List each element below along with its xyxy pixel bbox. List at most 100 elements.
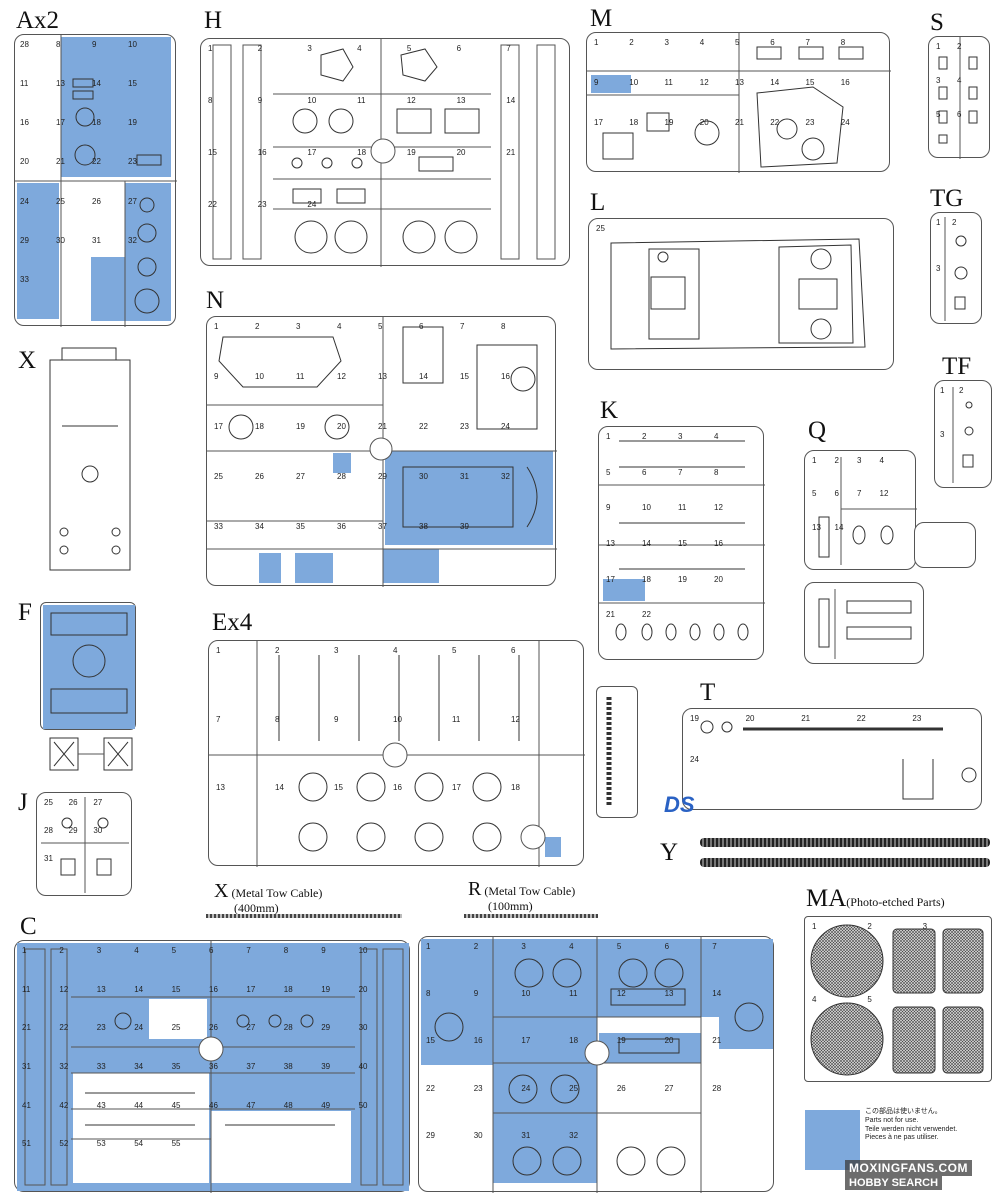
part-number-q: 6	[834, 489, 839, 499]
sprue-g	[418, 936, 774, 1193]
part-number-g: 8	[426, 989, 431, 999]
part-number-k: 15	[678, 539, 687, 548]
sprue-tg-drawing	[944, 217, 968, 321]
part-number-t: 21	[801, 714, 811, 723]
part-number-s: 2	[957, 42, 962, 51]
part-number-n: 3	[296, 322, 301, 331]
part-number-t: 23	[912, 714, 922, 723]
part-number-k: 22	[642, 610, 651, 620]
part-number-ex4: 8	[275, 714, 280, 724]
part-number-c: 19	[321, 984, 331, 994]
part-number-ax2: 17	[56, 118, 65, 128]
part-number-h: 17	[307, 148, 317, 157]
part-number-c: 33	[96, 1062, 106, 1071]
part-number-m: 2	[629, 38, 634, 47]
part-number-g: 26	[616, 1083, 626, 1093]
part-number-n: 27	[296, 472, 305, 481]
part-number-c: 46	[209, 1100, 218, 1110]
sprue-s-drawing	[938, 37, 978, 159]
cable-r-letter: R	[468, 878, 482, 900]
part-number-m: 6	[770, 38, 775, 47]
sprue-m	[586, 32, 891, 173]
part-number-ax2: 20	[20, 157, 29, 167]
part-number-h: 13	[456, 96, 466, 105]
part-number-h: 15	[208, 148, 217, 157]
unused-area	[333, 453, 351, 473]
part-number-ma: 5	[867, 995, 872, 1004]
part-number-tg: 2	[952, 218, 957, 227]
part-number-n: 28	[337, 472, 346, 481]
sprue-label-tg: TG	[930, 185, 964, 212]
part-number-n: 6	[419, 322, 424, 331]
part-number-h: 19	[406, 148, 416, 157]
part-number-k: 4	[714, 432, 719, 441]
used-area	[149, 999, 207, 1039]
part-number-c: 43	[96, 1100, 106, 1110]
unused-area	[591, 75, 631, 93]
unused-area	[493, 1017, 597, 1063]
sprue-tg	[930, 212, 982, 324]
part-number-ma: 4	[812, 995, 817, 1004]
part-number-q: 2	[834, 456, 839, 465]
part-number-c: 3	[96, 946, 102, 955]
part-number-ax2: 24	[20, 196, 29, 206]
part-number-m: 12	[699, 78, 709, 87]
part-number-c: 22	[59, 1023, 69, 1033]
part-number-k: 14	[642, 539, 651, 548]
part-number-ex4: 18	[511, 783, 520, 793]
sprue-q-drawing	[818, 457, 917, 565]
part-number-n: 9	[214, 372, 219, 381]
sprue-n-drawing	[207, 317, 557, 587]
part-number-k: 20	[714, 574, 723, 584]
unused-area	[603, 579, 645, 601]
sprue-j	[36, 792, 132, 896]
part-number-n: 35	[296, 522, 305, 531]
part-number-n: 14	[419, 372, 428, 381]
part-number-q: 3	[857, 456, 862, 465]
part-number-g: 18	[569, 1036, 579, 1046]
part-number-q: 12	[879, 489, 889, 499]
sprue-q-extension	[914, 522, 976, 568]
sprue-label-l: L	[590, 189, 606, 216]
sprue-ma	[804, 916, 992, 1082]
sprue-label-f: F	[18, 599, 32, 626]
part-number-m: 1	[594, 38, 599, 47]
part-number-m: 3	[664, 38, 669, 47]
legend-line-en: Parts not for use.	[865, 1116, 919, 1124]
part-number-n: 39	[460, 522, 469, 531]
part-number-m: 10	[629, 78, 639, 87]
part-number-k: 13	[606, 539, 615, 548]
part-number-ex4: 15	[334, 783, 343, 793]
part-number-c: 52	[59, 1139, 69, 1149]
legend-line-fr: Pieces à ne pas utiliser.	[865, 1134, 939, 1142]
part-number-n: 26	[255, 472, 264, 481]
part-number-g: 5	[616, 942, 622, 951]
sprue-label-x: X	[18, 347, 37, 374]
sprue-tf	[934, 380, 992, 488]
sprue-label-ex4: Ex4	[212, 609, 253, 636]
part-number-c: 32	[59, 1062, 69, 1071]
sprue-label-s: S	[930, 9, 944, 36]
part-number-ax2: 31	[92, 235, 101, 245]
part-number-g: 4	[569, 942, 574, 951]
sprue-m-drawing	[587, 33, 891, 173]
part-number-n: 29	[378, 472, 387, 481]
unused-area	[295, 553, 333, 583]
sprue-k	[598, 426, 765, 660]
part-number-c: 15	[171, 984, 181, 994]
sprue-j-drawing	[41, 797, 129, 893]
part-number-c: 2	[59, 946, 64, 955]
part-number-g: 15	[426, 1036, 435, 1046]
part-number-l: 25	[596, 224, 605, 233]
part-number-n: 5	[378, 322, 383, 331]
part-number-ex4: 12	[511, 714, 520, 724]
sprue-label-k: K	[600, 397, 619, 424]
part-number-k: 16	[714, 539, 723, 548]
part-number-h: 16	[257, 148, 267, 157]
part-number-ex4: 13	[216, 783, 225, 793]
sprue-label-m: M	[590, 5, 613, 32]
part-number-g: 32	[569, 1130, 579, 1140]
part-number-k: 19	[678, 574, 687, 584]
part-number-n: 17	[214, 422, 223, 431]
part-number-m: 17	[594, 118, 603, 127]
